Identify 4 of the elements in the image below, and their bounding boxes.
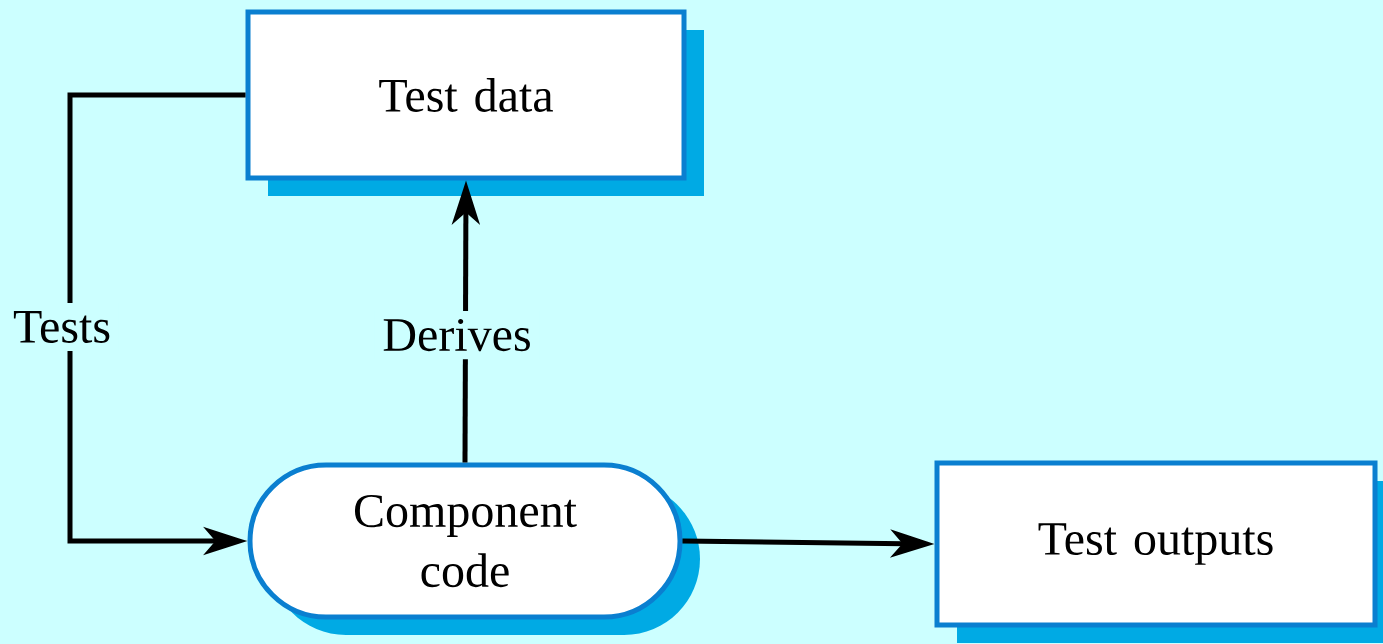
process-box: Test outputs bbox=[934, 460, 1383, 643]
process-box: Test data bbox=[245, 9, 704, 196]
edge-label: Derives bbox=[374, 310, 540, 360]
edge-label: Tests bbox=[5, 303, 119, 351]
